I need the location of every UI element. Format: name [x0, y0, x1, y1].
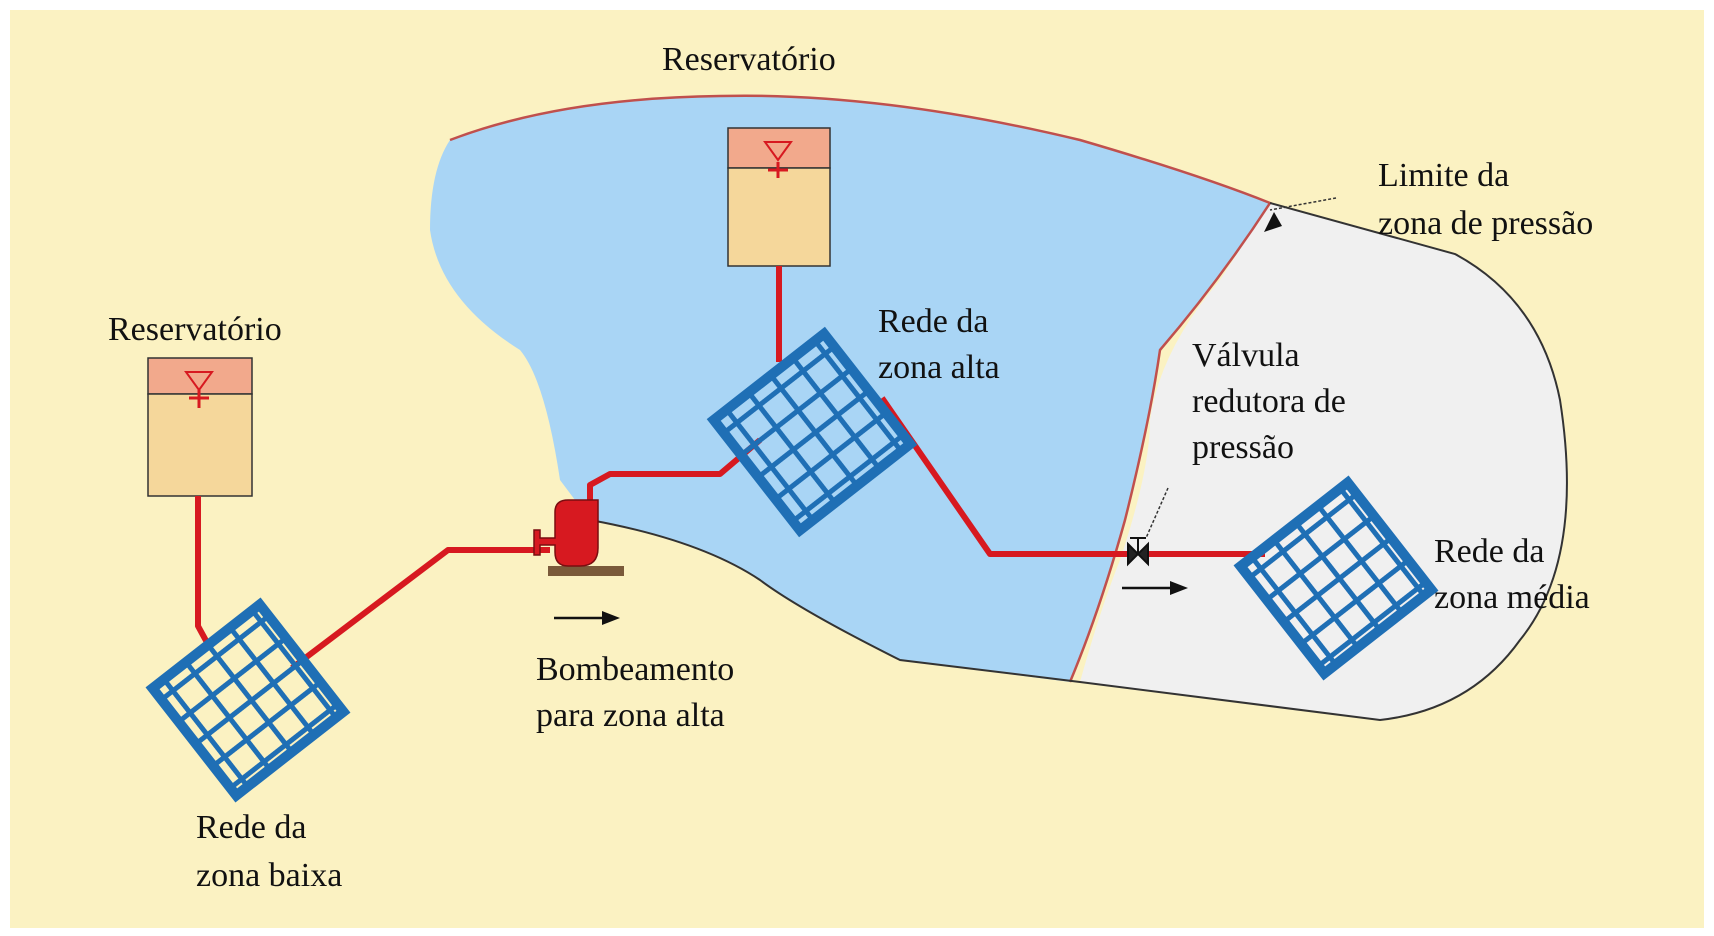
water-level-triangle — [763, 141, 793, 162]
valve-flow-arrowhead — [1170, 581, 1188, 595]
label-valve-line2: redutora de — [1192, 383, 1346, 420]
zone-limit-line — [449, 94, 1272, 683]
limit-label-leader — [1269, 197, 1337, 211]
valve-icon — [1127, 537, 1149, 567]
water-level-icon — [184, 371, 214, 408]
network-frame — [145, 597, 351, 803]
pipe-high-network-to-valve — [879, 396, 1134, 557]
label-pump-line1: Bombeamento — [536, 651, 734, 688]
network-frame — [1233, 475, 1439, 681]
tank-body — [147, 393, 253, 497]
flow-arrow-icon — [1122, 581, 1188, 595]
tank-body — [727, 167, 831, 267]
label-high-net-line1: Rede da — [878, 303, 988, 340]
zone-limit-outline — [589, 202, 1568, 722]
flow-arrow-icon — [554, 611, 620, 625]
label-medium-net-line2: zona média — [1434, 579, 1590, 616]
medium-zone-network — [1233, 475, 1439, 681]
valve-label-leader — [1145, 487, 1169, 539]
high-zone-network — [706, 326, 918, 538]
limit-leader-arrowhead — [1264, 212, 1282, 232]
pump-base — [548, 566, 624, 576]
low-zone-reservoir — [147, 357, 253, 497]
label-low-net-line1: Rede da — [196, 809, 306, 846]
label-high-net-line2: zona alta — [878, 349, 1000, 386]
label-limit-line1: Limite da — [1378, 157, 1509, 194]
label-reservoir-low: Reservatório — [108, 311, 282, 348]
label-medium-net-line1: Rede da — [1434, 533, 1544, 570]
network-frame — [706, 326, 918, 538]
pump-icon — [533, 499, 624, 576]
high-zone-reservoir — [727, 127, 831, 267]
label-valve-line3: pressão — [1192, 429, 1294, 466]
label-pump-line2: para zona alta — [536, 697, 725, 734]
label-valve-line1: Válvula — [1192, 337, 1300, 374]
pipe-pump-to-high-network — [587, 437, 762, 500]
pipe-low-network-to-pump — [290, 547, 550, 671]
medium-pressure-zone — [1080, 203, 1567, 720]
pump-flow-arrowhead — [602, 611, 620, 625]
label-limit-line2: zona de pressão — [1378, 205, 1593, 242]
label-reservoir-high: Reservatório — [662, 41, 836, 78]
pump-body — [533, 499, 599, 567]
label-low-net-line2: zona baixa — [196, 857, 342, 894]
water-level-icon — [763, 141, 793, 178]
tank-top — [727, 127, 831, 169]
low-zone-network — [145, 597, 351, 803]
water-level-triangle — [184, 371, 214, 392]
